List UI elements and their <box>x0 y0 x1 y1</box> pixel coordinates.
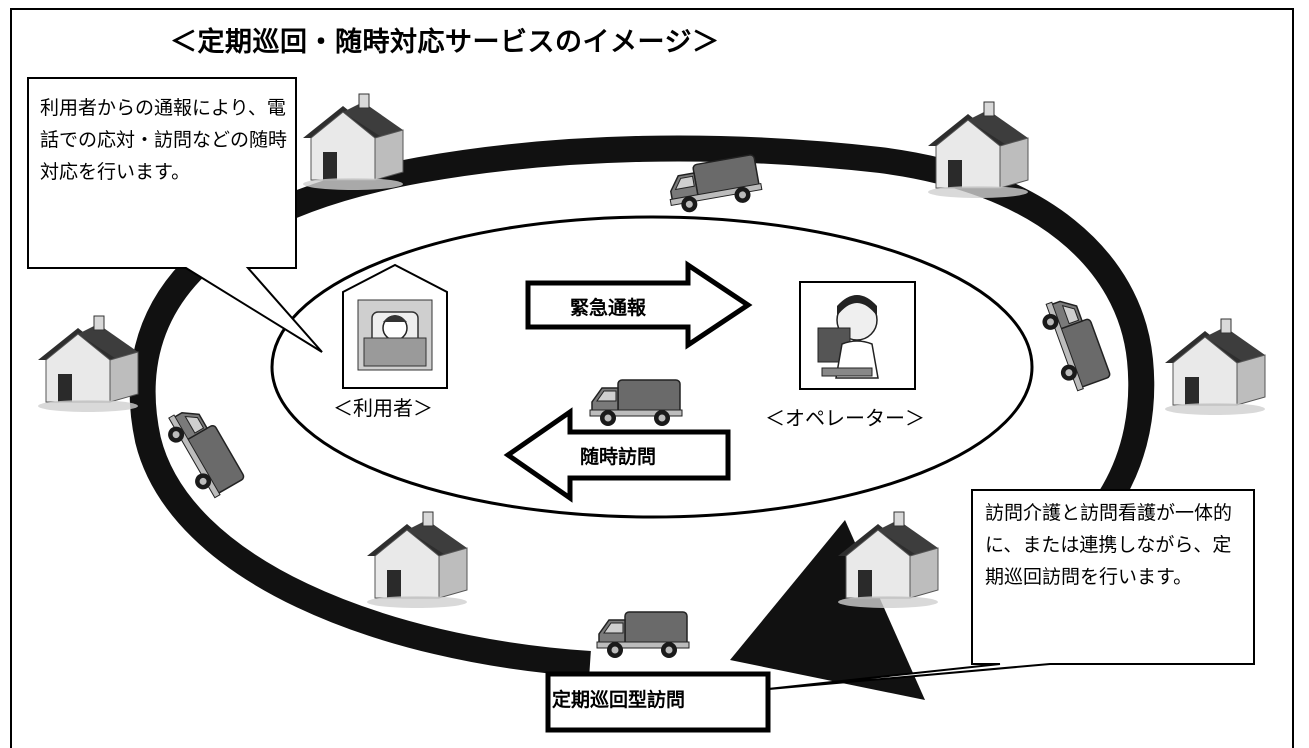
house-icon <box>927 101 1029 199</box>
regular-patrol-visit-label: 定期巡回型訪問 <box>552 689 686 711</box>
house-icon <box>1164 318 1266 416</box>
user-label: ＜利用者＞ <box>333 396 433 420</box>
van-icon <box>664 153 765 217</box>
diagram-frame <box>10 8 1294 748</box>
emergency-call-arrow <box>525 260 753 350</box>
house-icon <box>837 511 939 609</box>
operator-label: ＜オペレーター＞ <box>765 406 925 430</box>
callout-left-text: 利用者からの通報により、電話での応対・訪問などの随時対応を行います。 <box>40 97 288 183</box>
callout-right <box>757 489 1255 691</box>
van-icon <box>596 611 690 659</box>
emergency-call-label: 緊急通報 <box>570 297 647 319</box>
anytime-visit-label: 随時訪問 <box>580 446 657 468</box>
van-icon <box>1036 291 1113 395</box>
operator-icon <box>799 281 916 390</box>
patrol-arrow-head <box>730 520 925 700</box>
house-icon <box>366 511 468 609</box>
bedridden-user-icon <box>342 263 448 389</box>
callout-left <box>27 77 323 353</box>
house-icon <box>37 315 139 413</box>
patrol-ring <box>129 135 1155 677</box>
patrol-label-box <box>545 671 771 733</box>
page-title: ＜定期巡回・随時対応サービスのイメージ＞ <box>170 27 720 58</box>
callout-right-text: 訪問介護と訪問看護が一体的に、または連携しながら、定期巡回訪問を行います。 <box>985 502 1233 588</box>
house-icon <box>302 93 404 191</box>
anytime-visit-arrow <box>503 407 731 503</box>
